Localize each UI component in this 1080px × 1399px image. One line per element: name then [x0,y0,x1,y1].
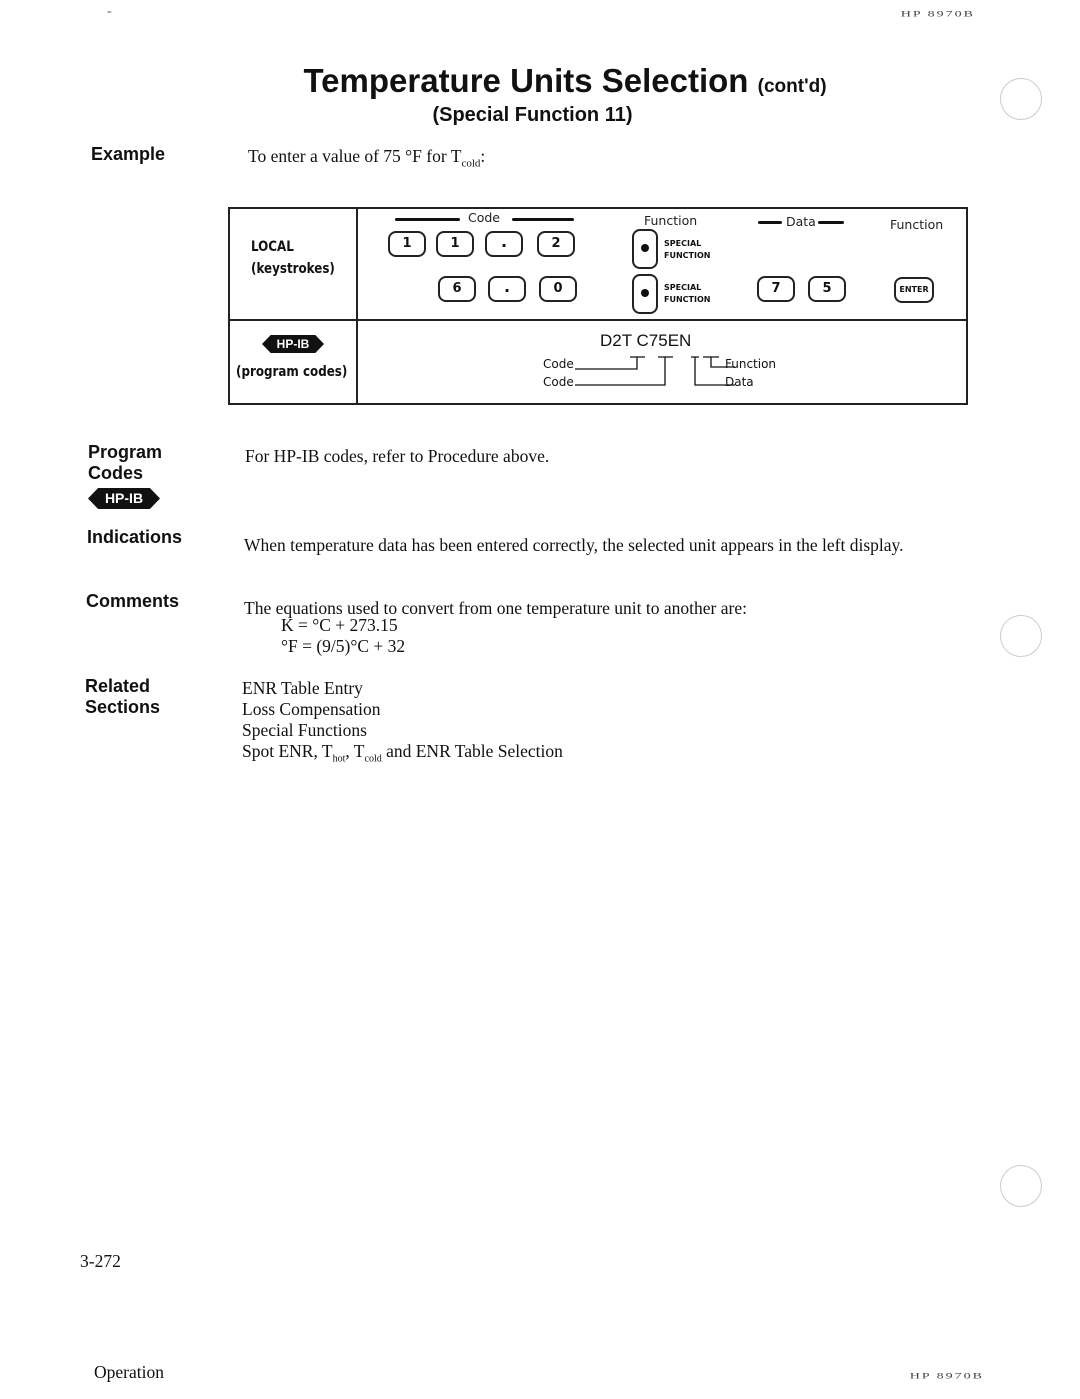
special-function-key[interactable] [632,229,658,269]
related-item: Special Functions [242,720,367,740]
page-number: 3-272 [80,1251,121,1271]
special-label-line2: FUNCTION [664,295,711,304]
binder-hole-middle [1000,615,1042,657]
top-left-mark: - [107,4,112,19]
key-6[interactable]: 6 [438,276,476,302]
key-0[interactable]: 0 [539,276,577,302]
page-title-suffix: (cont'd) [757,76,827,97]
key-7[interactable]: 7 [757,276,795,302]
dot-icon [641,289,649,297]
special-label-line2: FUNCTION [664,251,711,260]
example-text-main: To enter a value of 75 °F for T [248,146,462,166]
code-brace-left [395,218,460,221]
key-2[interactable]: 2 [537,231,575,257]
comments-text: The equations used to convert from one t… [244,598,747,618]
hpib-badge: HP-IB [262,335,324,353]
related-item-sub: hot [332,753,346,765]
related-item: Spot ENR, Thot, Tcold and ENR Table Sele… [242,741,563,770]
data-brace-left [758,221,782,224]
special-label-line1: SPECIAL [664,283,702,292]
program-codes-text: For HP-IB codes, refer to Procedure abov… [245,446,550,466]
related-item-part: and ENR Table Selection [381,741,563,761]
page-title-text: Temperature Units Selection [303,62,749,99]
data-group-label: Data [786,214,816,229]
code-group-label: Code [468,210,501,225]
related-label-1: Related [85,676,151,696]
key-1[interactable]: 1 [436,231,474,257]
code-brace-right [512,218,574,221]
special-function-key-label: SPECIAL FUNCTION [664,282,710,306]
enter-key[interactable]: ENTER [894,277,934,303]
program-codes-label-2: Codes [88,463,144,483]
related-item: Loss Compensation [242,699,381,719]
related-sections-label: Related Sections [85,676,160,718]
indications-text: When temperature data has been entered c… [244,535,904,555]
related-item: ENR Table Entry [242,678,363,698]
indications-label: Indications [87,527,183,547]
page-subtitle: (Special Function 11) [432,104,633,126]
key-decimal[interactable]: . [488,276,526,302]
key-1[interactable]: 1 [388,231,426,257]
top-right-model-code: HP 8970B [900,10,975,19]
special-function-key-label: SPECIAL FUNCTION [664,238,710,262]
annot-data: Data [725,375,754,389]
related-item-sub: cold [364,753,382,765]
local-label: LOCAL [251,239,294,255]
local-sublabel: (keystrokes) [251,261,335,277]
keystroke-table: LOCAL (keystrokes) HP-IB (program codes)… [228,207,968,405]
equation-kelvin: K = °C + 273.15 [281,615,398,635]
program-codes-label: Program Codes [88,442,162,484]
table-vertical-divider [356,209,358,403]
binder-hole-bottom [1000,1165,1042,1207]
key-5[interactable]: 5 [808,276,846,302]
binder-hole-top [1000,78,1042,120]
function-label-1: Function [644,213,698,228]
special-label-line1: SPECIAL [664,239,702,248]
table-horizontal-divider [230,319,966,321]
hpib-badge: HP-IB [88,488,160,509]
annotation-leader-lines [575,356,735,386]
function-label-2: Function [890,217,944,232]
annot-code-1: Code [543,357,574,371]
data-brace-right [818,221,844,224]
key-decimal[interactable]: . [485,231,523,257]
example-text: To enter a value of 75 °F for Tcold: [248,146,485,175]
special-function-key[interactable] [632,274,658,314]
related-item-part: , T [345,741,365,761]
example-text-end: : [480,146,486,166]
program-codes-label-1: Program [88,442,163,462]
annot-function: Function [725,357,777,371]
related-item-part: Spot ENR, T [242,741,333,761]
related-sections-list: ENR Table Entry Loss Compensation Specia… [242,678,563,770]
program-code: D2T C75EN [600,331,692,350]
example-label: Example [91,144,166,164]
page-title: Temperature Units Selection (cont'd) [0,62,1080,100]
comments-label: Comments [86,591,180,611]
related-label-2: Sections [85,697,161,717]
footer-left: Operation [94,1362,164,1382]
footer-right: HP 8970B [909,1372,984,1381]
equation-fahrenheit: °F = (9/5)°C + 32 [281,636,406,656]
annot-code-2: Code [543,375,574,389]
program-codes-label: (program codes) [236,364,348,380]
dot-icon [641,244,649,252]
example-text-sub: cold [461,157,481,170]
